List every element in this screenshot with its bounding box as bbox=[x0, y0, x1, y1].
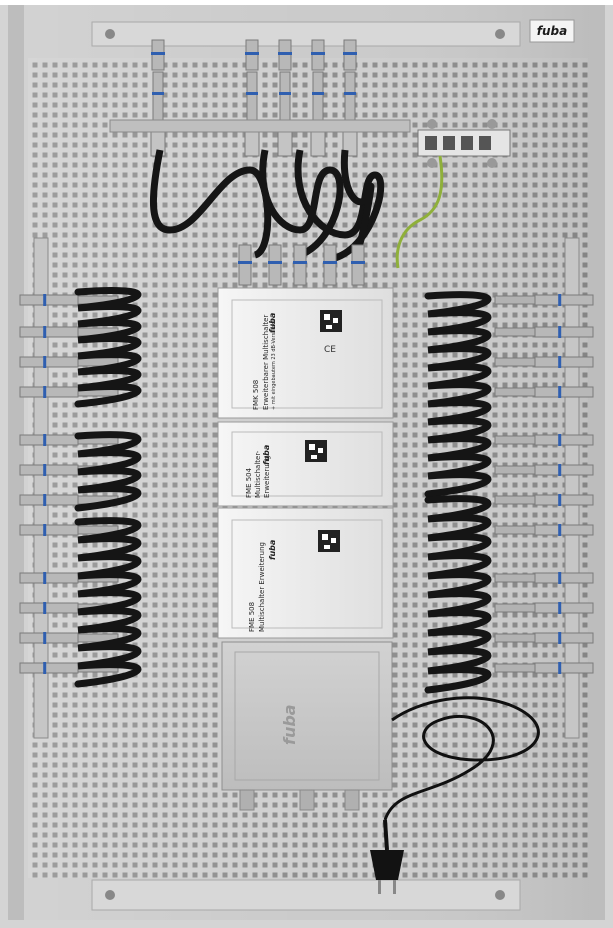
output-adapter bbox=[494, 495, 536, 505]
output-connector bbox=[19, 356, 79, 368]
input-connectors bbox=[150, 39, 358, 157]
coiled-cable bbox=[424, 495, 492, 694]
output-connector bbox=[19, 662, 79, 674]
right-cable-coils bbox=[424, 291, 492, 694]
ground-terminal bbox=[395, 119, 511, 269]
output-connector bbox=[534, 464, 594, 476]
input-connector-head bbox=[311, 39, 325, 71]
coiled-cable bbox=[424, 291, 492, 498]
input-connector-head bbox=[278, 39, 292, 71]
output-connector bbox=[19, 386, 79, 398]
input-connector-base bbox=[310, 129, 326, 157]
input-connector-body bbox=[344, 71, 356, 123]
module-2-model: FME 504 bbox=[245, 467, 253, 498]
multiswitch-module-3 bbox=[217, 507, 394, 639]
output-connector bbox=[534, 294, 594, 306]
right-output-rail bbox=[494, 237, 594, 739]
output-connector bbox=[534, 434, 594, 446]
output-adapter bbox=[494, 435, 536, 445]
input-connector-head bbox=[343, 39, 357, 71]
input-connector-body bbox=[312, 71, 324, 123]
output-connector bbox=[19, 434, 79, 446]
fuba-logo: fuba bbox=[536, 24, 568, 38]
output-connector bbox=[19, 602, 79, 614]
input-connector-head bbox=[151, 39, 165, 71]
output-adapter bbox=[494, 327, 536, 337]
output-adapter bbox=[494, 525, 536, 535]
module-input-row bbox=[238, 244, 365, 286]
input-cable-loops bbox=[150, 149, 385, 262]
power-supply-unit bbox=[221, 641, 393, 811]
module-2-line1: Multischalter- bbox=[254, 450, 262, 498]
fuba-logo-plate bbox=[529, 19, 575, 43]
module-input-connector bbox=[351, 244, 365, 286]
input-connector-body bbox=[246, 71, 258, 123]
module-3-model: FME 508 bbox=[248, 601, 256, 632]
multiswitch-module-2 bbox=[217, 421, 394, 507]
input-connector-base bbox=[277, 129, 293, 157]
output-connector bbox=[19, 294, 79, 306]
svg-text:CE: CE bbox=[324, 345, 336, 355]
module-3-line1: Multischalter Erweiterung bbox=[258, 542, 266, 632]
output-connector bbox=[19, 632, 79, 644]
output-adapter bbox=[494, 573, 536, 583]
module-2-line2: Erweiterung bbox=[263, 455, 271, 498]
left-cable-coils bbox=[74, 287, 142, 688]
coiled-cable bbox=[74, 517, 142, 688]
output-connector bbox=[534, 326, 594, 338]
output-connector bbox=[534, 494, 594, 506]
output-connector bbox=[534, 386, 594, 398]
output-adapter bbox=[494, 295, 536, 305]
module-3-brand: fuba bbox=[268, 539, 277, 560]
output-adapter bbox=[494, 465, 536, 475]
power-supply-brand: fuba bbox=[280, 704, 299, 745]
module-input-connector bbox=[323, 244, 337, 286]
input-connector-base bbox=[244, 129, 260, 157]
top-bus-bar bbox=[109, 119, 411, 133]
module-1-line2: + mit eingebautem 23 dB-Verstärker bbox=[271, 317, 277, 410]
coiled-cable bbox=[74, 431, 142, 512]
output-connector bbox=[534, 632, 594, 644]
module-input-connector bbox=[268, 244, 282, 286]
input-connector-body bbox=[279, 71, 291, 123]
output-connector bbox=[19, 464, 79, 476]
module-input-connector bbox=[238, 244, 252, 286]
output-connector bbox=[534, 524, 594, 536]
module-input-connector bbox=[293, 244, 307, 286]
output-adapter bbox=[494, 387, 536, 397]
input-connector-body bbox=[152, 71, 164, 123]
output-adapter bbox=[494, 603, 536, 613]
module-1-model: FMK 508 bbox=[252, 379, 260, 410]
input-connector-head bbox=[245, 39, 259, 71]
output-connector bbox=[19, 572, 79, 584]
output-connector bbox=[534, 572, 594, 584]
output-connector bbox=[534, 602, 594, 614]
module-1-line1: Erweiterbarer Multischalter bbox=[262, 314, 270, 410]
multiswitch-module-1: CE bbox=[217, 287, 394, 419]
output-connector bbox=[19, 326, 79, 338]
output-connector bbox=[19, 494, 79, 506]
output-connector bbox=[534, 662, 594, 674]
output-connector bbox=[534, 356, 594, 368]
output-adapter bbox=[494, 663, 536, 673]
output-adapter bbox=[494, 357, 536, 367]
output-connector bbox=[19, 524, 79, 536]
coiled-cable bbox=[74, 287, 142, 408]
power-cable bbox=[370, 696, 540, 894]
output-adapter bbox=[494, 633, 536, 643]
